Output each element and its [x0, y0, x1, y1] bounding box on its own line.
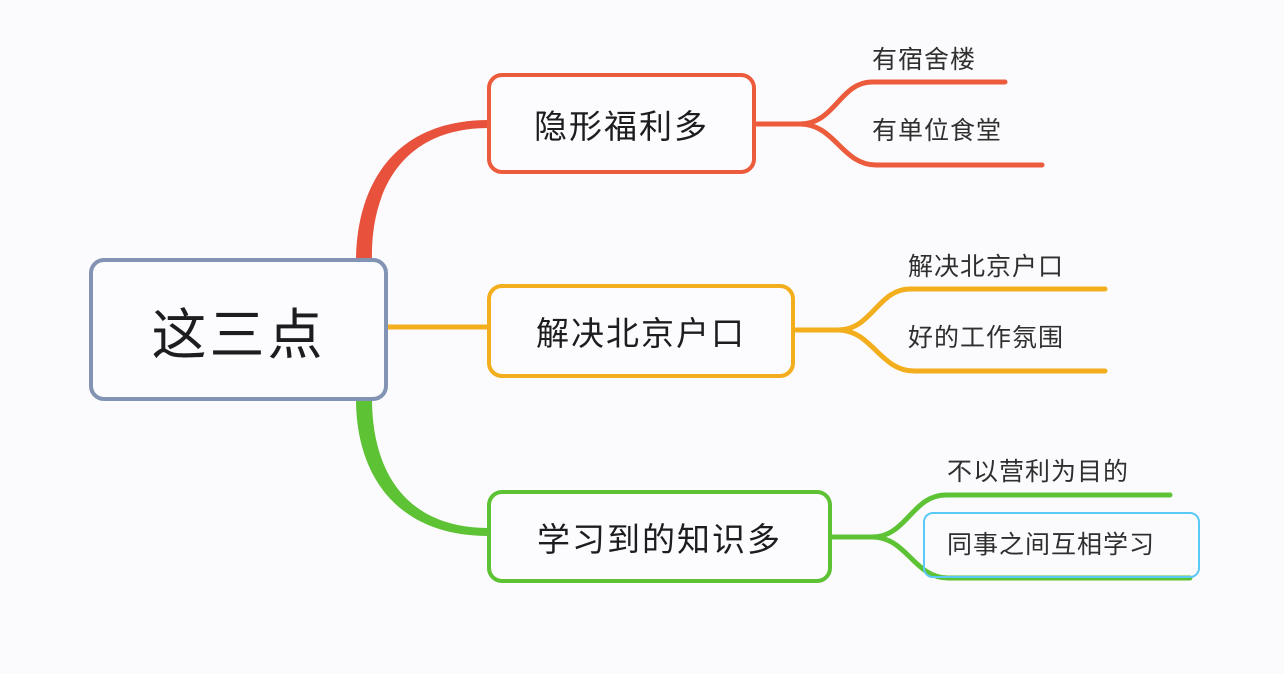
- branch-node-1[interactable]: 隐形福利多: [487, 73, 756, 174]
- connector-branch2-children: [793, 286, 1108, 374]
- connector-branch1-children: [754, 79, 1045, 168]
- connector-root-to-branch1: [356, 120, 489, 262]
- leaf-node-1-1[interactable]: 有宿舍楼: [872, 46, 977, 74]
- connector-root-to-branch3: [356, 399, 489, 536]
- branch-node-3[interactable]: 学习到的知识多: [487, 490, 832, 583]
- leaf-node-1-2[interactable]: 有单位食堂: [872, 117, 1003, 145]
- branch-node-3-label: 学习到的知识多: [537, 520, 782, 558]
- leaf-node-3-2[interactable]: 同事之间互相学习: [947, 531, 1156, 559]
- branch-node-2[interactable]: 解决北京户口: [487, 284, 795, 378]
- root-node-label: 这三点: [151, 303, 326, 366]
- leaf-node-2-2[interactable]: 好的工作氛围: [908, 324, 1065, 352]
- selection-outline[interactable]: [923, 512, 1200, 578]
- branch-node-1-label: 隐形福利多: [534, 107, 709, 145]
- root-node[interactable]: 这三点: [89, 258, 388, 401]
- leaf-node-2-1[interactable]: 解决北京户口: [908, 253, 1065, 281]
- leaf-node-3-1[interactable]: 不以营利为目的: [947, 458, 1130, 486]
- branch-node-2-label: 解决北京户口: [536, 315, 746, 352]
